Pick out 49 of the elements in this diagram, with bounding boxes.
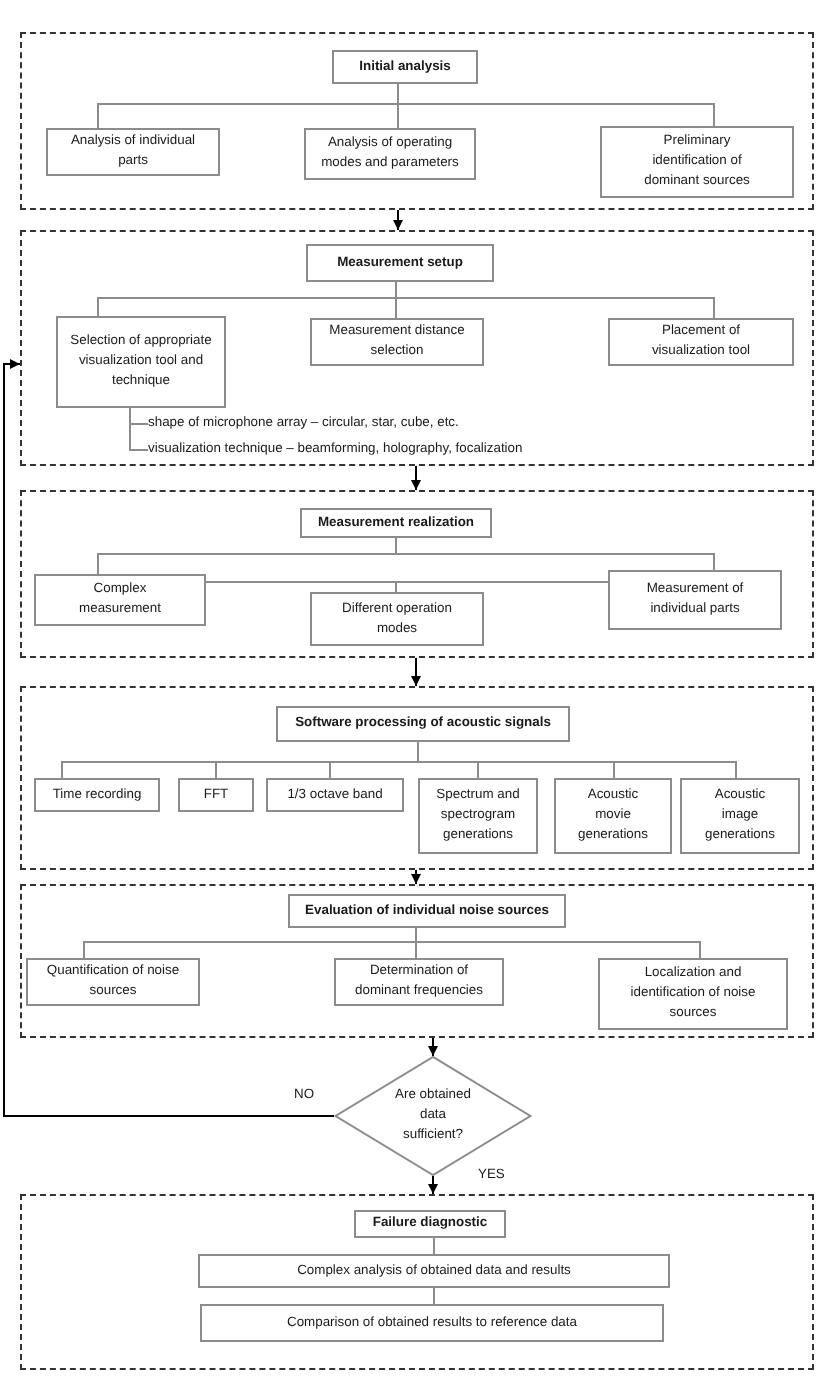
process-box: [310, 592, 484, 646]
process-box: [554, 778, 672, 854]
connector-line: [395, 537, 715, 571]
process-box: [608, 318, 794, 366]
arrow: [428, 1175, 438, 1195]
arrow: [411, 869, 421, 885]
arrow: [393, 209, 403, 231]
connector-line: [397, 83, 715, 127]
arrow: [411, 465, 421, 491]
heading-box: [300, 508, 492, 538]
process-box: [418, 778, 538, 854]
arrow: [411, 657, 421, 687]
process-box: [56, 316, 226, 408]
heading-box: [306, 244, 494, 282]
process-box: [680, 778, 800, 854]
process-box: [34, 574, 206, 626]
process-box: [198, 1254, 670, 1288]
heading-box: [354, 1210, 506, 1238]
dashed-frame: [20, 686, 814, 870]
connector-line: [433, 1287, 435, 1305]
connector-line: [415, 927, 701, 959]
process-box: [178, 778, 254, 812]
process-box: [310, 318, 484, 366]
dashed-frame: [20, 884, 814, 1038]
dashed-frame: [20, 32, 814, 210]
connector-line: [129, 407, 149, 451]
dashed-frame: [20, 1194, 814, 1370]
decision-diamond: [334, 1056, 532, 1176]
dashed-frame: [20, 490, 814, 658]
heading-box: [276, 706, 570, 742]
process-box: [600, 126, 794, 198]
heading-box: [332, 50, 478, 84]
dashed-frame: [20, 230, 814, 466]
heading-box: [288, 894, 566, 928]
process-box: [608, 570, 782, 630]
connector-line: [417, 741, 737, 779]
process-box: [200, 1304, 664, 1342]
process-box: [26, 958, 200, 1006]
process-box: [304, 128, 476, 180]
arrow: [3, 359, 335, 1117]
connector-line: [433, 1237, 435, 1255]
process-box: [266, 778, 404, 812]
process-box: [46, 128, 220, 176]
process-box: [334, 958, 504, 1006]
process-box: [34, 778, 160, 812]
arrow: [428, 1037, 438, 1057]
connector-line: [395, 281, 715, 319]
connector-line: [395, 581, 609, 593]
process-box: [598, 958, 788, 1030]
